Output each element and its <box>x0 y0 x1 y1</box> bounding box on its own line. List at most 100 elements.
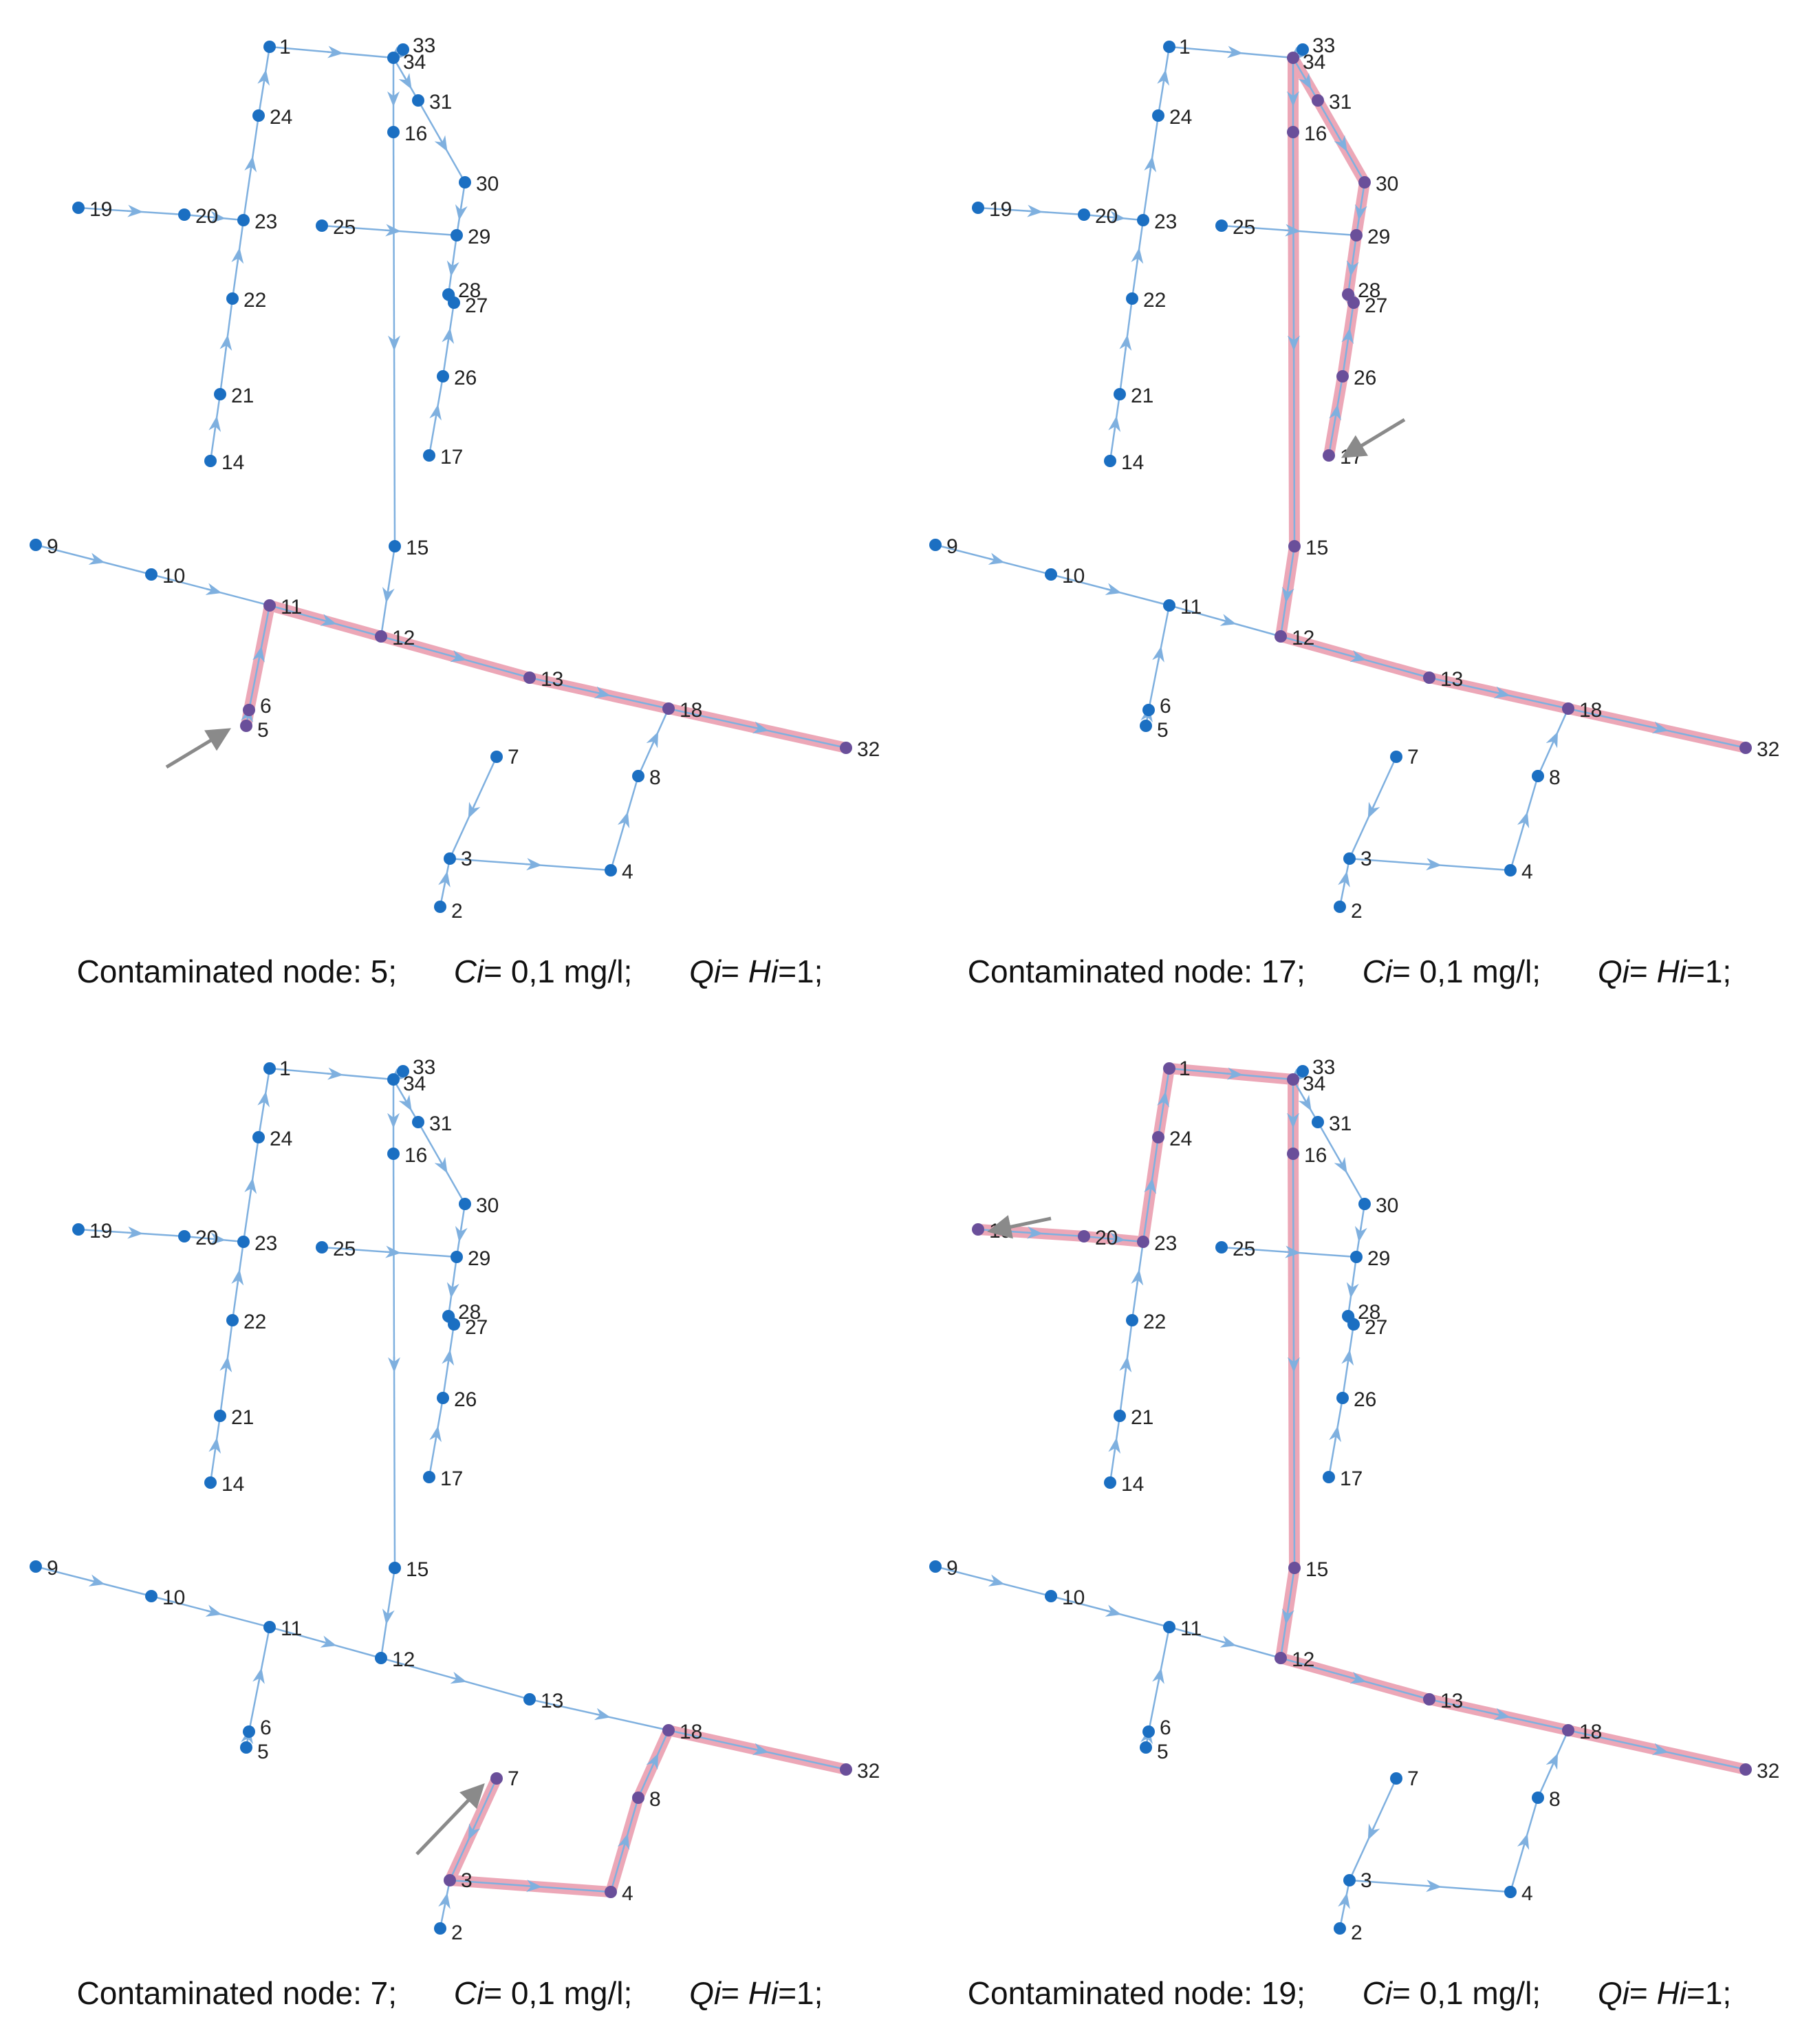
flow-arrow <box>438 871 451 887</box>
node-3 <box>444 1874 456 1886</box>
node-label-21: 21 <box>1131 1406 1153 1429</box>
contamination-path <box>1275 52 1751 753</box>
node-label-12: 12 <box>392 1648 415 1671</box>
node-22 <box>226 1314 239 1326</box>
flow-arrow <box>988 552 1005 565</box>
node-label-13: 13 <box>541 1690 563 1712</box>
node-label-3: 3 <box>461 848 473 870</box>
node-8 <box>632 1792 644 1804</box>
node-9 <box>929 1560 942 1573</box>
flow-arrow <box>1546 1753 1559 1770</box>
node-26 <box>1336 1392 1349 1404</box>
flow-arrow <box>1493 686 1510 699</box>
node-label-4: 4 <box>622 861 633 883</box>
node-15 <box>389 540 401 552</box>
flow-arrow <box>382 1608 395 1625</box>
node-label-1: 1 <box>1179 36 1191 58</box>
node-7 <box>490 1772 503 1785</box>
caption-eq: = <box>1629 1975 1648 2011</box>
node-17 <box>1323 1471 1335 1483</box>
node-26 <box>1336 370 1349 383</box>
node-label-13: 13 <box>1440 1690 1463 1712</box>
node-23 <box>237 1236 250 1248</box>
node-label-31: 31 <box>1329 1112 1352 1135</box>
node-14 <box>204 455 217 467</box>
node-label-22: 22 <box>1143 1311 1166 1333</box>
node-12 <box>375 1652 387 1664</box>
node-label-15: 15 <box>406 537 429 559</box>
flow-arrow <box>208 416 221 432</box>
node-label-16: 16 <box>1304 1144 1327 1167</box>
node-20 <box>1078 1230 1090 1242</box>
flow-arrow <box>327 1067 344 1080</box>
caption-node: Contaminated node: 17; <box>967 954 1305 989</box>
node-3 <box>444 852 456 865</box>
node-label-2: 2 <box>1351 900 1363 923</box>
node-7 <box>490 751 503 763</box>
node-label-20: 20 <box>1095 1227 1118 1249</box>
flow-arrow <box>1108 1437 1121 1454</box>
node-23 <box>237 214 250 226</box>
flow-arrow <box>1152 646 1164 663</box>
flow-arrow <box>1367 802 1380 819</box>
panel-caption: Contaminated node: 19; Ci= 0,1 mg/l; Qi=… <box>900 1975 1799 2012</box>
node-label-23: 23 <box>254 211 277 233</box>
node-19 <box>972 1223 984 1236</box>
node-label-14: 14 <box>1121 1473 1144 1496</box>
node-label-2: 2 <box>1351 1922 1363 1944</box>
node-25 <box>316 219 328 232</box>
flow-arrow <box>594 686 611 699</box>
node-label-15: 15 <box>1305 537 1328 559</box>
node-label-4: 4 <box>622 1882 633 1905</box>
node-label-5: 5 <box>1157 719 1169 742</box>
node-label-26: 26 <box>1354 1388 1376 1411</box>
node-10 <box>145 1590 158 1602</box>
flow-arrow <box>646 1753 659 1770</box>
node-label-20: 20 <box>195 205 218 228</box>
node-label-10: 10 <box>162 1586 185 1609</box>
caption-hi-label: Hi <box>748 954 779 989</box>
flow-arrow <box>446 1282 459 1299</box>
node-29 <box>1350 229 1363 241</box>
node-19 <box>972 202 984 214</box>
node-17 <box>423 449 435 462</box>
node-10 <box>145 568 158 581</box>
node-25 <box>1215 219 1228 232</box>
flow-arrow <box>1284 224 1301 237</box>
node-label-32: 32 <box>857 1760 880 1783</box>
caption-eq: = <box>721 1975 739 2011</box>
node-29 <box>451 229 463 241</box>
node-label-24: 24 <box>270 1128 292 1150</box>
flow-arrow <box>429 1426 442 1443</box>
flow-arrow <box>1341 327 1354 345</box>
caption-hi-label: Hi <box>1656 1975 1687 2011</box>
contaminated-node-pointer <box>415 1783 485 1855</box>
node-16 <box>387 1148 400 1160</box>
node-30 <box>459 1198 471 1210</box>
node-23 <box>1137 214 1149 226</box>
node-14 <box>204 1476 217 1489</box>
node-30 <box>1358 1198 1371 1210</box>
contaminated-node-pointer <box>1341 418 1406 458</box>
node-label-29: 29 <box>468 226 490 248</box>
node-label-21: 21 <box>231 385 254 407</box>
node-label-18: 18 <box>680 1721 702 1743</box>
node-22 <box>1126 292 1138 305</box>
node-16 <box>387 126 400 138</box>
node-label-21: 21 <box>231 1406 254 1429</box>
flow-arrow <box>1144 155 1157 173</box>
node-label-23: 23 <box>254 1232 277 1255</box>
caption-eq: = <box>721 954 739 989</box>
flow-arrow <box>1517 811 1530 829</box>
flow-arrow <box>205 1604 222 1617</box>
node-22 <box>226 292 239 305</box>
flow-arrow <box>382 586 395 603</box>
node-label-22: 22 <box>243 289 266 312</box>
node-label-7: 7 <box>1407 746 1419 768</box>
node-label-11: 11 <box>1180 1617 1202 1640</box>
flow-arrow <box>594 1708 611 1721</box>
caption-hi-label: Hi <box>1656 954 1687 989</box>
node-label-10: 10 <box>1062 1586 1085 1609</box>
